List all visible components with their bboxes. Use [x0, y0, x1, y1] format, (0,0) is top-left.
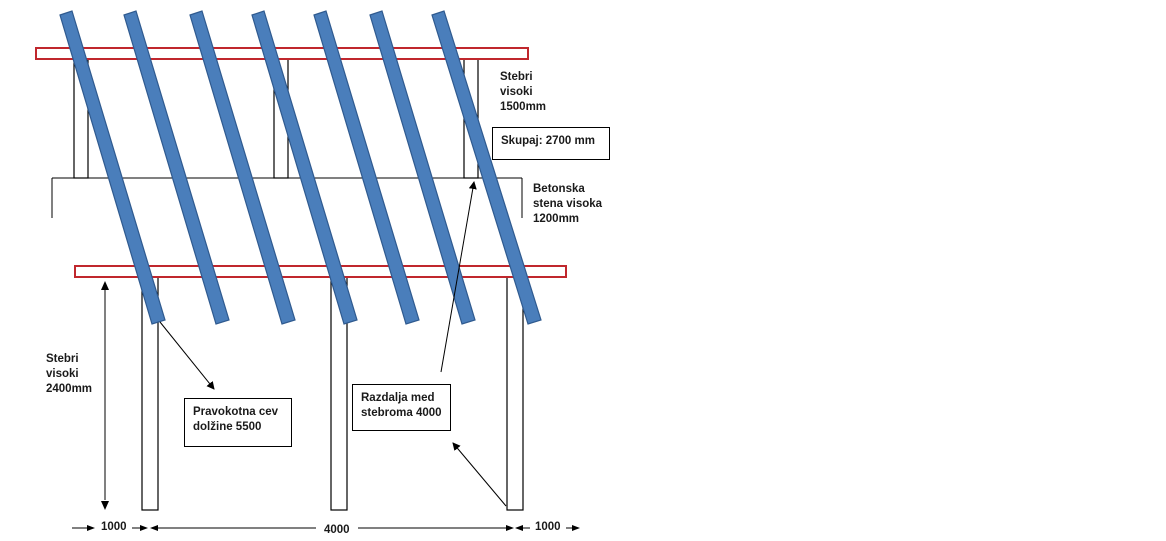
wall-line-1: Betonska: [533, 183, 585, 195]
top-posts-line-3: 1500mm: [500, 101, 547, 113]
total-height-box: Skupaj: 2700 mm: [492, 127, 610, 160]
lower-post: [506, 276, 524, 511]
dimension-right: 1000: [535, 521, 561, 533]
tube-pointer: [159, 321, 215, 390]
bottom-posts-line-1: Stebri: [46, 353, 79, 365]
dimension-left: 1000: [101, 521, 127, 533]
bottom-dimensions: [72, 525, 580, 531]
tube-beam: [59, 10, 166, 325]
wall-label: Betonska stena visoka 1200mm: [533, 182, 602, 227]
distance-pointer-down: [452, 442, 507, 507]
distance-line-1: Razdalja med: [361, 392, 435, 404]
tubes: [59, 10, 542, 325]
tube-label-box: Pravokotna cev dolžine 5500: [184, 398, 292, 447]
distance-line-2: stebroma 4000: [361, 407, 442, 419]
top-rail: [35, 47, 529, 60]
tube-beam: [313, 10, 420, 325]
bottom-posts-line-3: 2400mm: [46, 383, 93, 395]
tube-line-2: dolžine 5500: [193, 421, 262, 433]
tube-beam: [189, 10, 296, 325]
tube-beam: [431, 10, 542, 325]
top-posts-line-2: visoki: [500, 86, 533, 98]
pointer-arrows: [159, 181, 507, 507]
distance-label-box: Razdalja med stebroma 4000: [352, 384, 451, 431]
wall-line-3: 1200mm: [533, 213, 580, 225]
tube-beam: [251, 10, 358, 325]
wall-line-2: stena visoka: [533, 198, 603, 210]
tube-beam: [123, 10, 230, 325]
tube-line-1: Pravokotna cev: [193, 406, 279, 418]
distance-pointer-up: [440, 181, 477, 373]
bottom-rail: [74, 265, 567, 278]
bottom-posts-line-2: visoki: [46, 368, 79, 380]
total-height-text: Skupaj: 2700 mm: [501, 135, 595, 147]
dimension-middle: 4000: [324, 524, 350, 536]
top-posts-label: Stebri visoki 1500mm: [500, 70, 546, 115]
tube-beam: [369, 10, 476, 325]
top-posts-line-1: Stebri: [500, 71, 533, 83]
lower-height-dimension: [101, 281, 109, 510]
bottom-posts-label: Stebri visoki 2400mm: [46, 352, 92, 397]
